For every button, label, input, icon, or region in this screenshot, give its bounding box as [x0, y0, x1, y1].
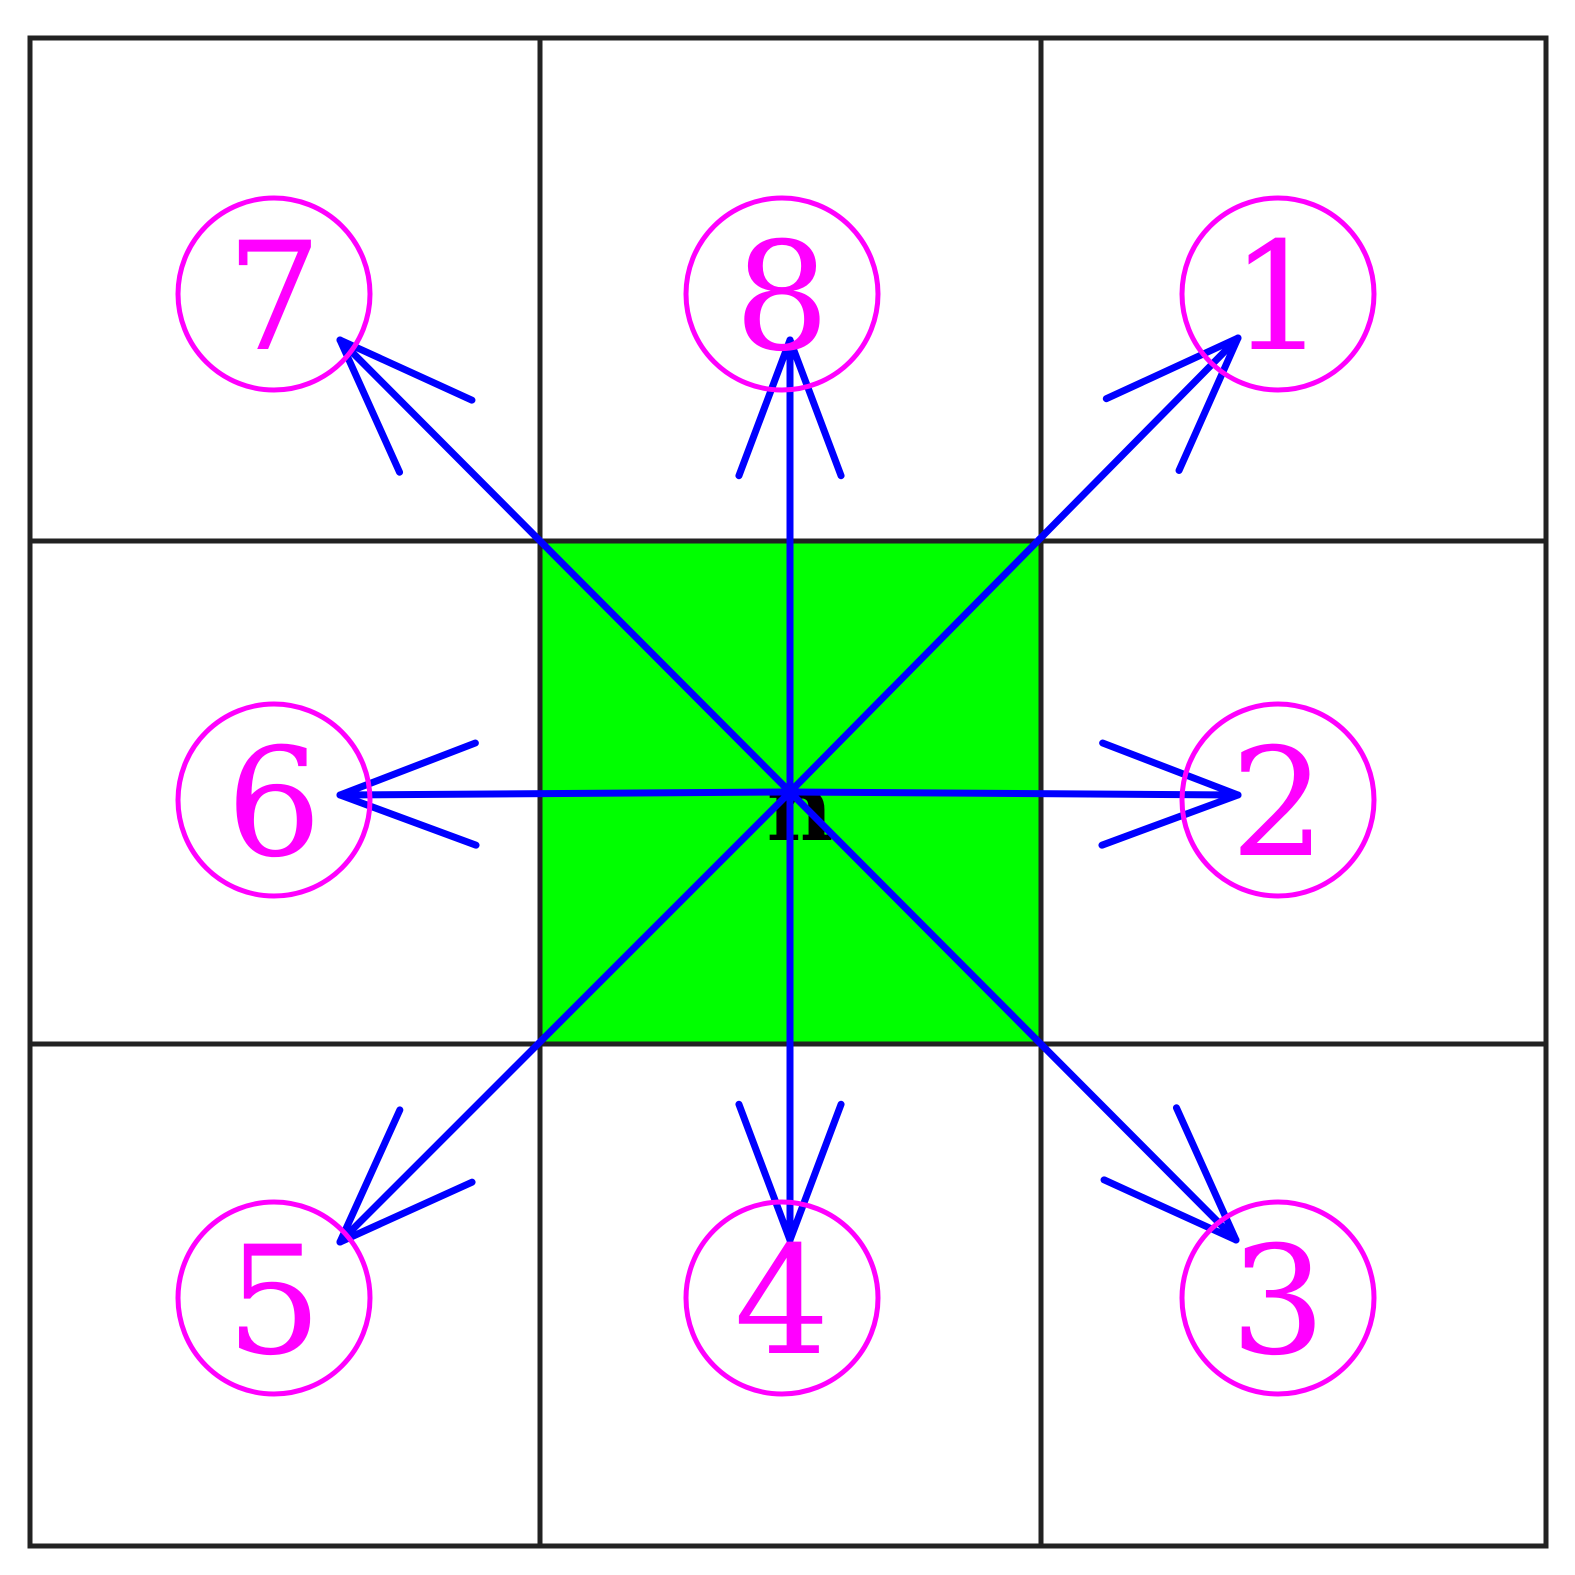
arrow-shaft-2: [786, 788, 1242, 799]
direction-marker-4: 4: [683, 1199, 881, 1397]
direction-number-4: 4: [734, 1215, 829, 1389]
direction-marker-8: 8: [683, 195, 881, 393]
arrow-shaft-1: [786, 334, 1242, 796]
direction-circle-8: [683, 195, 881, 393]
direction-circle-3: [1179, 1199, 1377, 1397]
arrow-shaft-3: [786, 788, 1240, 1244]
arrow-shaft-6: [336, 788, 794, 799]
direction-marker-2: 2: [1179, 701, 1377, 899]
direction-number-1: 1: [1230, 211, 1325, 385]
direction-marker-5: 5: [175, 1199, 373, 1397]
arrow-head-3: [1100, 1104, 1240, 1244]
direction-marker-7: 7: [175, 195, 373, 393]
direction-number-2: 2: [1230, 717, 1325, 891]
direction-marker-3: 3: [1179, 1199, 1377, 1397]
arrow-head-5: [336, 1106, 476, 1246]
arrow-head-2: [1098, 739, 1242, 849]
arrow-shaft-7: [336, 336, 794, 796]
direction-labels: 1 2 3 4 5 6 7 8: [175, 195, 1377, 1397]
direction-number-3: 3: [1230, 1215, 1325, 1389]
arrow-head-4: [735, 1100, 845, 1244]
direction-circle-5: [175, 1199, 373, 1397]
direction-number-7: 7: [226, 211, 321, 385]
direction-circle-7: [175, 195, 373, 393]
direction-number-5: 5: [226, 1215, 321, 1389]
arrow-head-6: [336, 739, 480, 849]
direction-circle-4: [683, 1199, 881, 1397]
arrow-head-1: [1102, 334, 1242, 474]
direction-arrows: [336, 334, 1242, 1246]
direction-circle-6: [175, 701, 373, 899]
direction-number-6: 6: [226, 717, 321, 891]
arrow-head-7: [336, 336, 476, 476]
direction-circle-1: [1179, 195, 1377, 393]
direction-circle-2: [1179, 701, 1377, 899]
arrow-shaft-5: [336, 788, 794, 1246]
direction-marker-1: 1: [1179, 195, 1377, 393]
arrow-head-8: [735, 336, 845, 480]
direction-marker-6: 6: [175, 701, 373, 899]
direction-number-8: 8: [734, 211, 829, 385]
